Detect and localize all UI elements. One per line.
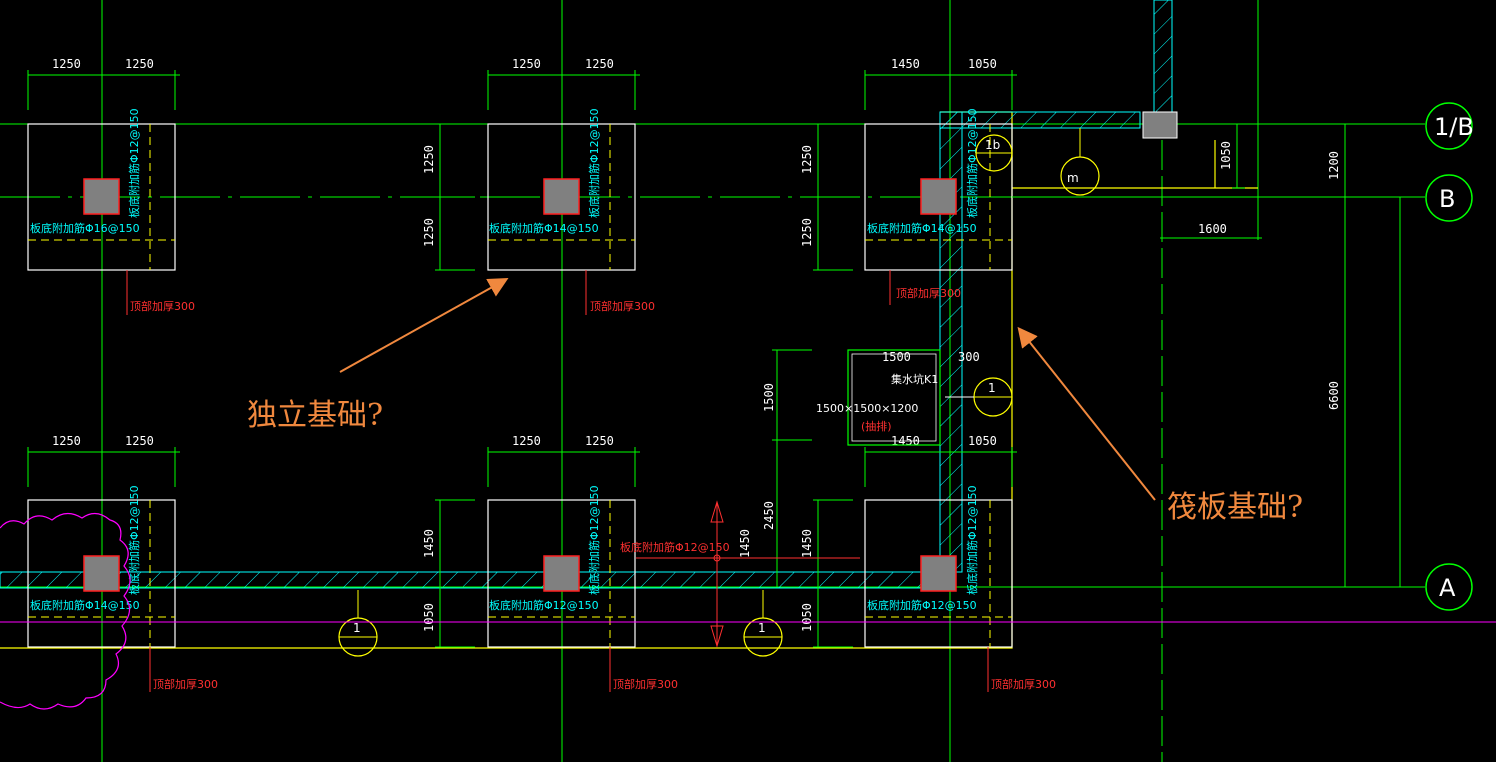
axis-bubble-circle[interactable]	[1425, 102, 1473, 150]
rebar-note-vertical: 板底附加筋Φ12@150	[127, 485, 141, 595]
dim-text: 1050	[1219, 141, 1233, 170]
annotation-raft-foundation: 筏板基础?	[1167, 490, 1303, 525]
dim-text: 2450	[762, 501, 776, 530]
rebar-note: 板底附加筋Φ14@150	[867, 221, 977, 235]
axis-bubble-label: B	[1439, 185, 1455, 213]
rebar-note: 板底附加筋Φ14@150	[489, 221, 599, 235]
column-block[interactable]	[543, 178, 580, 215]
rebar-note: 板底附加筋Φ12@150	[867, 598, 977, 612]
thickness-notes	[126, 270, 989, 692]
dim-text: 1250	[585, 434, 614, 448]
thickness-texts: 顶部加厚300 顶部加厚300 顶部加厚300 顶部加厚300 顶部加厚300 …	[130, 286, 1056, 691]
column-block[interactable]	[83, 178, 120, 215]
thickness-note: 顶部加厚300	[130, 299, 195, 313]
axis-bubble-circle[interactable]	[1425, 174, 1473, 222]
axis-bubble-label: 1/B	[1434, 113, 1474, 141]
section-mark-label: 1b	[985, 138, 1000, 152]
column-block[interactable]	[920, 178, 957, 215]
rebar-note-vertical: 板底附加筋Φ12@150	[965, 108, 979, 218]
thickness-note: 顶部加厚300	[896, 286, 961, 300]
thickness-note: 顶部加厚300	[153, 677, 218, 691]
section-mark-label: 1	[988, 381, 996, 395]
rebar-note-middle: 板底附加筋Φ12@150	[620, 540, 730, 554]
section-mark-label: 1	[353, 621, 361, 635]
dim-text: 1050	[800, 603, 814, 632]
dim-text: 300	[958, 350, 980, 364]
annotation-isolated-footing: 独立基础?	[247, 398, 383, 433]
axis-bubble-circle[interactable]	[1425, 563, 1473, 611]
rebar-note-vertical: 板底附加筋Φ12@150	[127, 108, 141, 218]
dim-text: 1200	[1327, 151, 1341, 180]
dim-text: 1500	[882, 350, 911, 364]
dim-text: 1250	[512, 434, 541, 448]
dim-text: 1050	[968, 434, 997, 448]
sump-size: 1500×1500×1200	[816, 402, 918, 415]
dim-text: 1250	[52, 434, 81, 448]
section-mark-label: 1	[758, 621, 766, 635]
dim-text: 1250	[800, 145, 814, 174]
dim-text: 1250	[52, 57, 81, 71]
section-mark-label: m	[1067, 171, 1079, 185]
column-block	[1142, 111, 1178, 139]
section-marks: 1b m 1 1 1	[338, 128, 1100, 657]
dim-text: 6600	[1327, 381, 1341, 410]
rebar-notes: 板底附加筋Φ16@150 板底附加筋Φ14@150 板底附加筋Φ14@150 板…	[30, 108, 979, 612]
hatched-walls	[0, 0, 1178, 589]
sump-title: 集水坑K1	[891, 372, 938, 386]
dim-text: 1250	[125, 434, 154, 448]
rebar-note-vertical: 板底附加筋Φ12@150	[965, 485, 979, 595]
thickness-note: 顶部加厚300	[613, 677, 678, 691]
dim-text: 1450	[422, 529, 436, 558]
sump-outline[interactable]	[847, 349, 941, 446]
dim-text: 1250	[422, 218, 436, 247]
footing-outline[interactable]	[864, 499, 1013, 648]
dim-text: 1250	[800, 218, 814, 247]
rebar-note: 板底附加筋Φ14@150	[30, 598, 140, 612]
dimension-lines	[27, 70, 1400, 648]
columns	[83, 178, 957, 592]
rebar-note: 板底附加筋Φ16@150	[30, 221, 140, 235]
dim-text: 1050	[422, 603, 436, 632]
footing-outline[interactable]	[487, 499, 636, 648]
dim-text: 1450	[738, 529, 752, 558]
dim-text: 1250	[125, 57, 154, 71]
rebar-note-vertical: 板底附加筋Φ12@150	[587, 108, 601, 218]
axis-bubbles: 1/B B A	[1012, 102, 1474, 611]
revision-cloud	[0, 512, 1496, 710]
dim-text: 1450	[800, 529, 814, 558]
column-block[interactable]	[920, 555, 957, 592]
dim-text: 1500	[762, 383, 776, 412]
dim-text: 1250	[585, 57, 614, 71]
dim-text: 1050	[968, 57, 997, 71]
dimension-texts: 1250 1250 1250 1250 1450 1050 1250 1250 …	[52, 57, 1341, 632]
dim-text: 1450	[891, 57, 920, 71]
dim-text: 1250	[422, 145, 436, 174]
sump-inner	[851, 353, 937, 442]
dim-text: 1250	[512, 57, 541, 71]
rebar-note: 板底附加筋Φ12@150	[489, 598, 599, 612]
annotation-arrow	[1017, 326, 1156, 501]
thickness-note: 顶部加厚300	[590, 299, 655, 313]
footings	[27, 123, 1013, 648]
annotation-arrow	[339, 278, 509, 373]
axis-bubble-label: A	[1439, 574, 1456, 602]
column-block[interactable]	[543, 555, 580, 592]
sump-remark: (抽排)	[861, 419, 892, 433]
dim-text: 1600	[1198, 222, 1227, 236]
footing-outline[interactable]	[487, 123, 636, 271]
thickness-note: 顶部加厚300	[991, 677, 1056, 691]
footing-outline[interactable]	[27, 499, 176, 648]
rebar-note-vertical: 板底附加筋Φ12@150	[587, 485, 601, 595]
footing-outline[interactable]	[27, 123, 176, 271]
column-block[interactable]	[83, 555, 120, 592]
sump-pit[interactable]: 集水坑K1 1500×1500×1200 (抽排)	[816, 349, 941, 446]
question-annotations: 独立基础? 筏板基础?	[247, 278, 1303, 525]
